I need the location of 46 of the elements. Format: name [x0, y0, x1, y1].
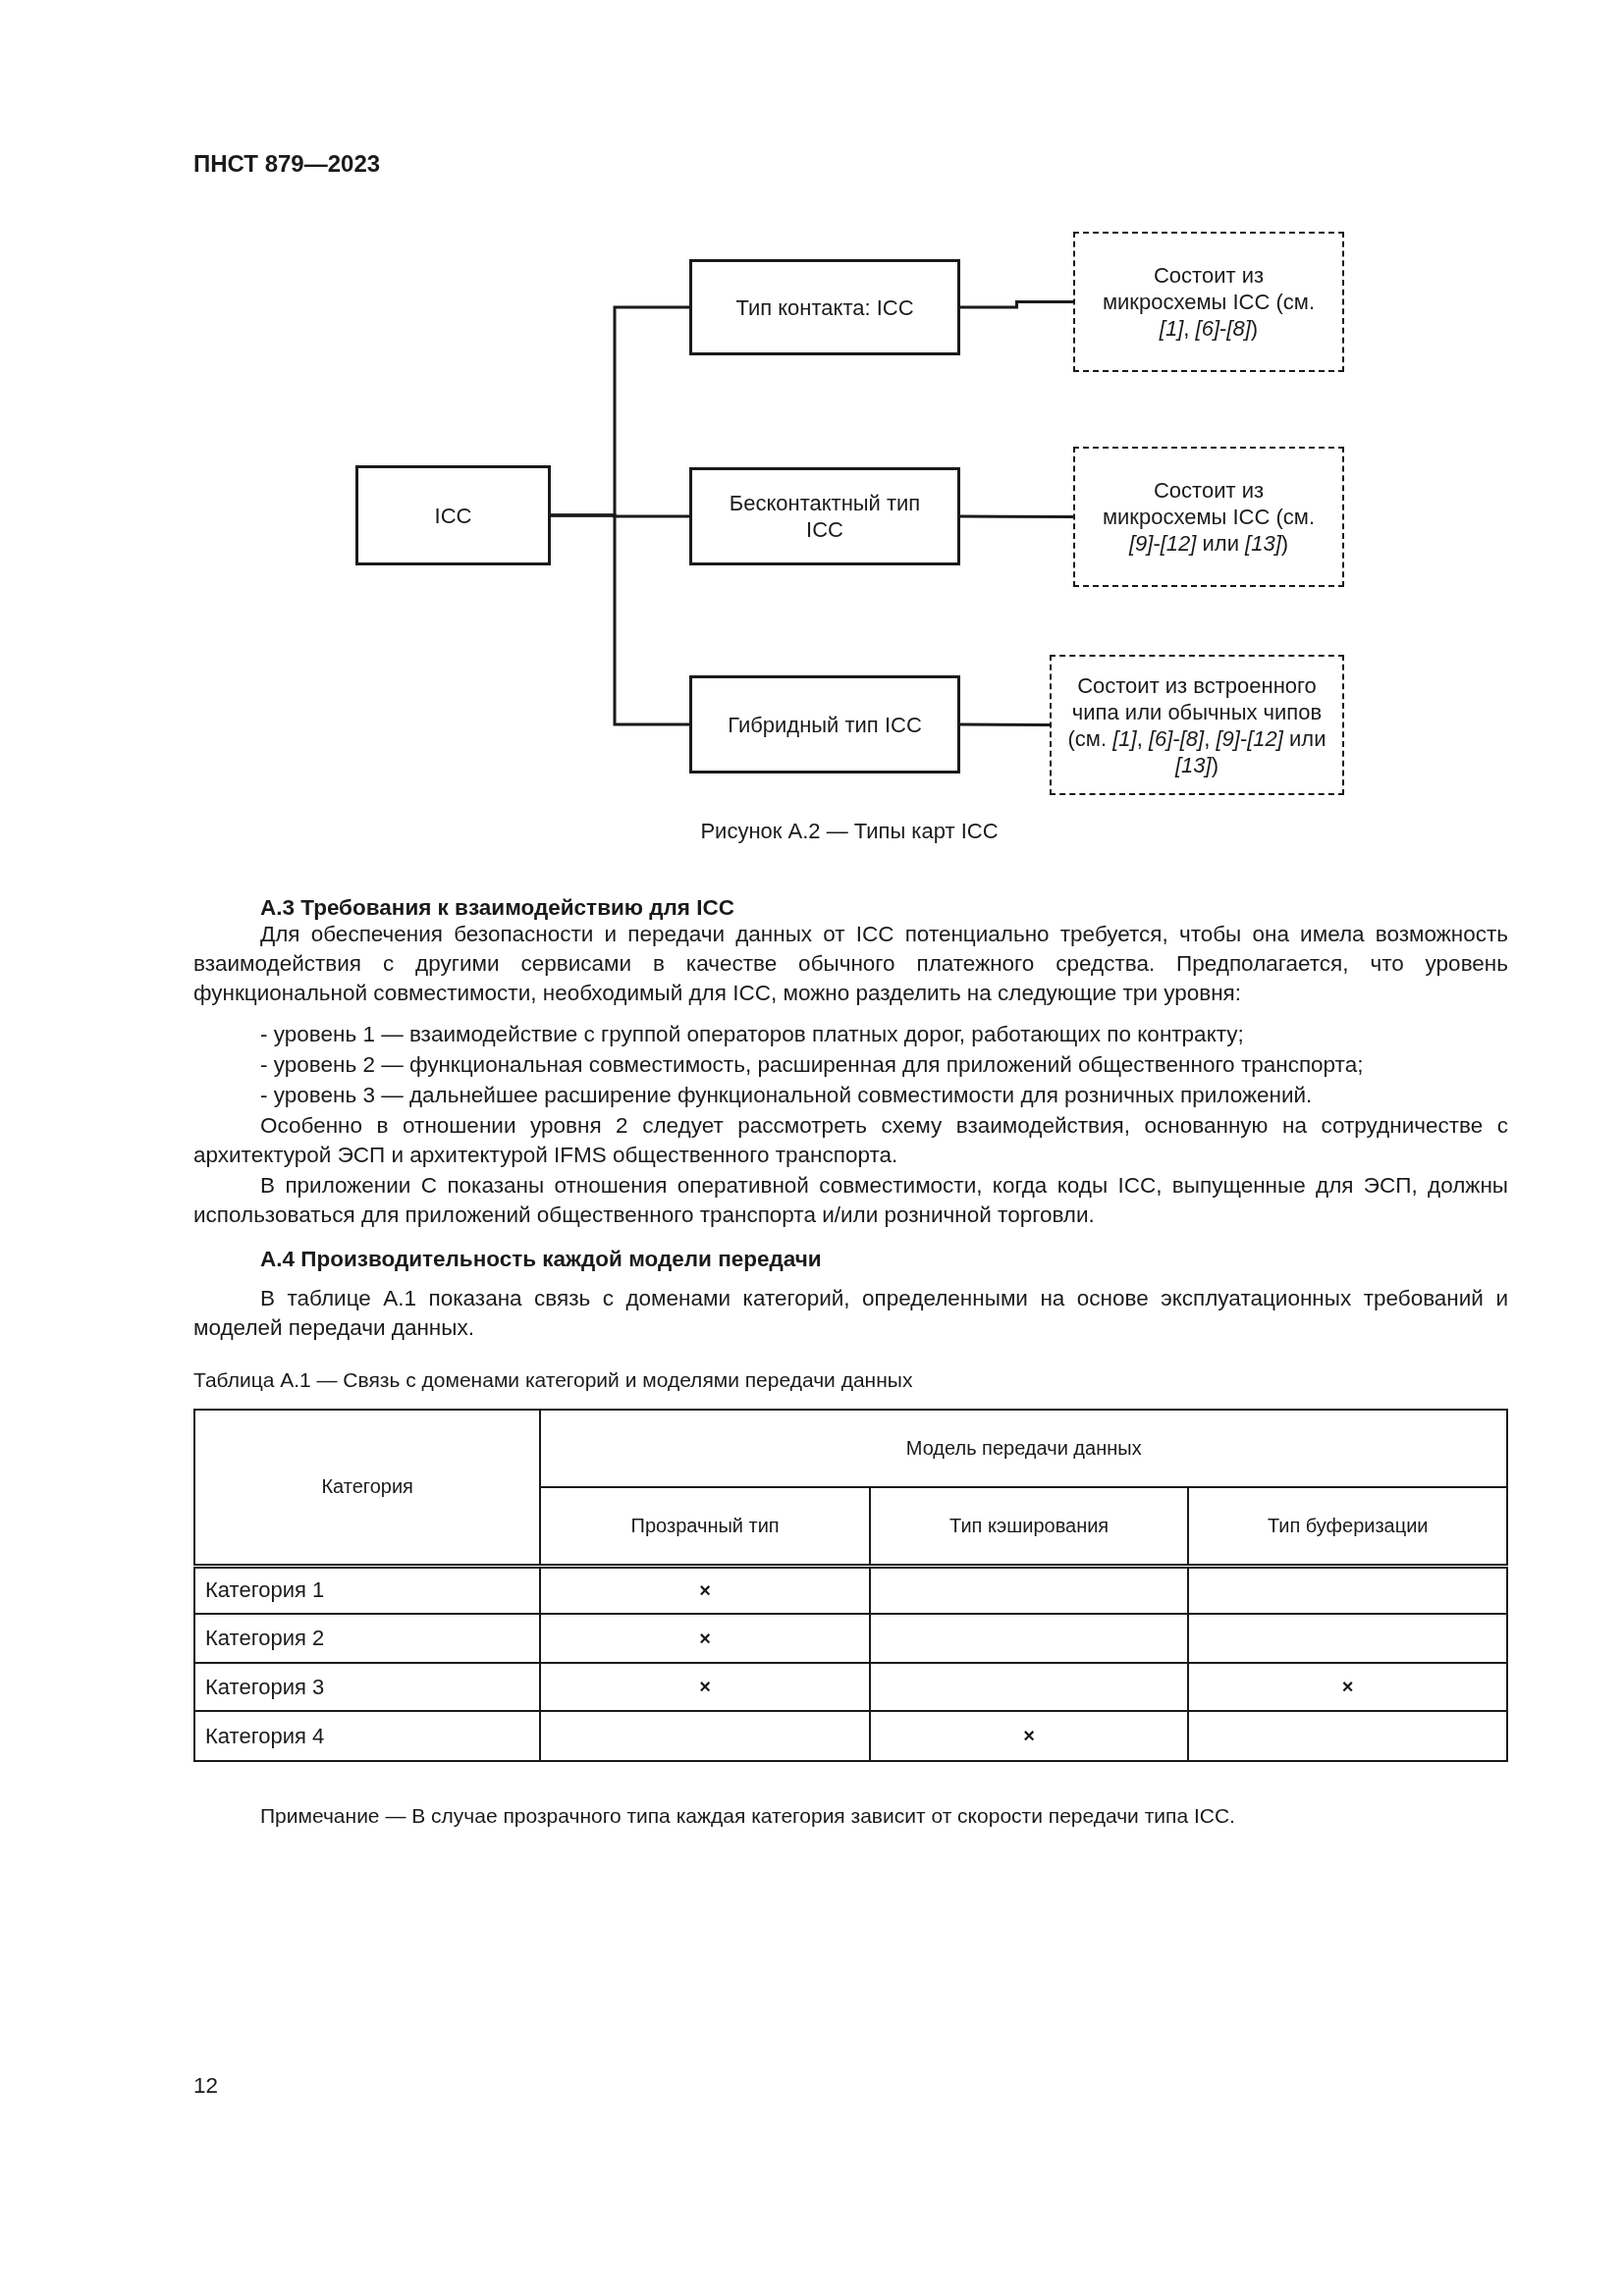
column-header: Категория	[321, 1475, 413, 1498]
list-item: - уровень 2 — функциональная совместимость, расширенная для приложений общественного транспорта;	[260, 1051, 1365, 1079]
row-header: Категория 3	[205, 1674, 325, 1699]
paragraph: В приложении С показаны отношения оперативной совместимости, когда коды ICC, выпущенные для ЭСП, должны использоваться для приложений общественного транспорта и/или розничной торговли.	[193, 1172, 1508, 1229]
figure-caption: Рисунок А.2 — Типы карт ICC	[699, 818, 1000, 845]
section-heading: А.3 Требования к взаимодействию для ICC	[260, 894, 735, 922]
process-box	[689, 675, 960, 774]
node-text: Гибридный тип ICC	[728, 711, 922, 738]
node-text: Бесконтактный тип ICC	[728, 490, 922, 543]
column-header: Прозрачный тип	[630, 1514, 780, 1536]
row-header: Категория 4	[205, 1723, 325, 1748]
row-header: Категория 1	[205, 1577, 325, 1603]
connector-line	[960, 514, 1073, 518]
node-text: Состоит из встроенного чипа или обычных чипов (см. [1], [6]-[8], [9]-[12] или [13])	[1066, 671, 1327, 778]
process-box	[355, 465, 551, 565]
column-header: Тип буферизации	[1267, 1514, 1429, 1536]
list-item: - уровень 3 — дальнейшее расширение функциональной совместимости для розничных приложений.	[260, 1082, 1314, 1109]
process-box	[689, 467, 960, 565]
section-heading: А.4 Производительность каждой модели передачи	[260, 1246, 823, 1273]
list-item: - уровень 1 — взаимодействие с группой операторов платных дорог, работающих по контракту;	[260, 1021, 1245, 1048]
column-header: Тип кэширования	[949, 1514, 1110, 1536]
paragraph: В таблице А.1 показана связь с доменами категорий, определенными на основе эксплуатационных требований и моделей передачи данных.	[193, 1285, 1508, 1342]
check-mark: ×	[1341, 1676, 1354, 1697]
node-text: Тип контакта: ICC	[735, 294, 914, 321]
connector-line	[960, 722, 1050, 726]
row-header: Категория 2	[205, 1626, 325, 1650]
document-code: ПНСТ 879—2023	[193, 149, 382, 179]
note-box	[1073, 447, 1344, 587]
paragraph: Особенно в отношении уровня 2 следует рассмотреть схему взаимодействия, основанную на сотрудничестве с архитектурой ЭСП и архитектурой IFMS общественного транспорта.	[193, 1112, 1508, 1169]
node-text: ICC	[434, 502, 472, 529]
note: Примечание — В случае прозрачного типа каждая категория зависит от скорости передачи типа ICC.	[260, 1803, 1236, 1829]
check-mark: ×	[699, 1578, 711, 1601]
table-title: Таблица А.1 — Связь с доменами категорий и моделями передачи данных	[193, 1367, 914, 1393]
check-mark: ×	[699, 1676, 711, 1697]
node-text: Состоит из микросхемы ICC (см. [9]-[12] или [13])	[1101, 477, 1317, 557]
note-box	[1073, 232, 1344, 372]
process-box	[689, 259, 960, 355]
connector-line	[551, 513, 689, 726]
check-mark: ×	[1023, 1725, 1035, 1746]
note-box	[1050, 655, 1344, 795]
column-header: Модель передачи данных	[905, 1437, 1142, 1459]
connector-line	[960, 300, 1073, 309]
page-number: 12	[193, 2072, 220, 2100]
paragraph: Для обеспечения безопасности и передачи данных от ICC потенциально требуется, чтобы она имела возможность взаимодействия с другими сервисами в качестве обычного платежного средства. Предполагается, что уровень функциональной совместимости, необходимый для ICC, можно разделить на следующие три уровня:	[193, 921, 1508, 1007]
check-mark: ×	[699, 1627, 711, 1649]
node-text: Состоит из микросхемы ICC (см. [1], [6]-[8])	[1101, 262, 1317, 342]
